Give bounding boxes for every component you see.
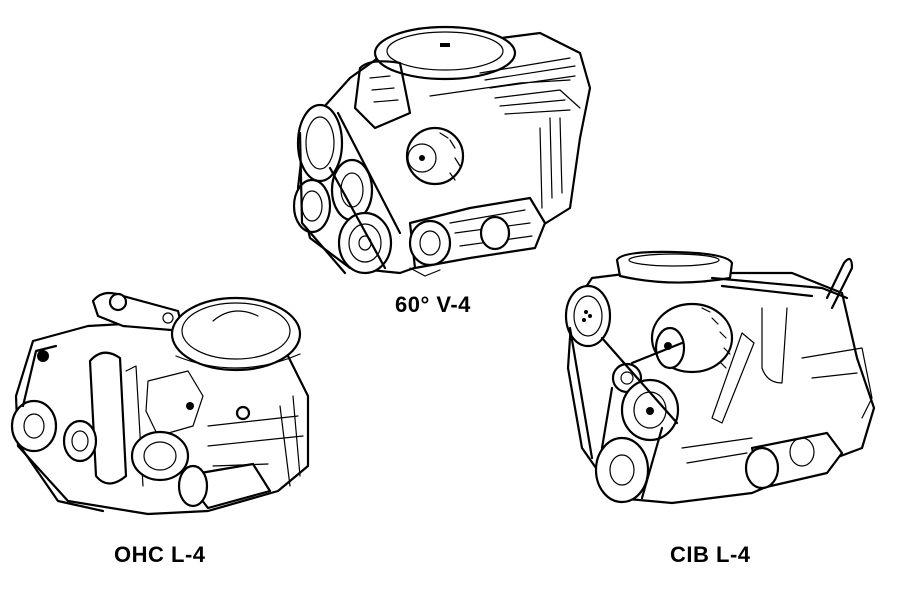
ohc-engine-illustration-icon <box>10 291 310 516</box>
ohc-engine-caption: OHC L-4 <box>114 542 206 567</box>
cib-engine-caption: CIB L-4 <box>670 542 751 567</box>
v4-engine-illustration <box>290 18 600 280</box>
v4-engine-illustration-icon <box>292 25 592 277</box>
ohc-engine-illustration <box>8 286 318 516</box>
cib-engine-illustration-icon <box>564 250 876 505</box>
cib-engine-illustration <box>562 248 882 513</box>
v4-engine-caption: 60° V-4 <box>395 292 471 317</box>
